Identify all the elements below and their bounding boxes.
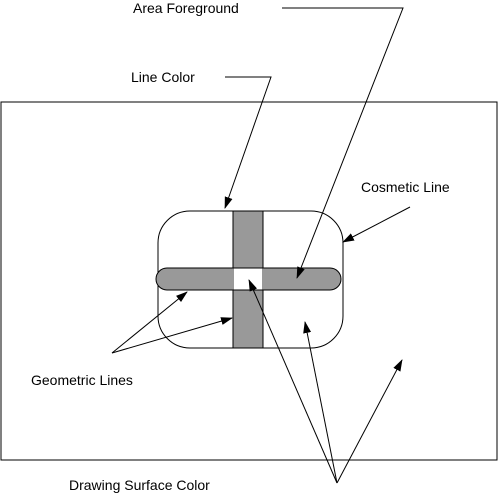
label-line-color: Line Color bbox=[131, 69, 195, 85]
label-geometric-lines: Geometric Lines bbox=[31, 372, 133, 388]
intersection-area bbox=[234, 268, 262, 290]
label-drawing-surface-color: Drawing Surface Color bbox=[69, 477, 210, 493]
geometric-lines-leader-2 bbox=[111, 317, 233, 354]
cosmetic-line-leader bbox=[342, 206, 411, 243]
area-foreground-leader bbox=[282, 7, 404, 279]
label-area-foreground: Area Foreground bbox=[133, 0, 239, 16]
drawing-surface-leader-1 bbox=[248, 279, 338, 484]
geometric-lines-leader-1 bbox=[111, 291, 188, 354]
drawing-surface-leader-2 bbox=[303, 321, 338, 484]
label-cosmetic-line: Cosmetic Line bbox=[361, 179, 450, 195]
drawing-surface bbox=[0, 101, 498, 461]
drawing-surface-leader-3 bbox=[336, 359, 403, 484]
line-color-leader bbox=[224, 76, 272, 209]
